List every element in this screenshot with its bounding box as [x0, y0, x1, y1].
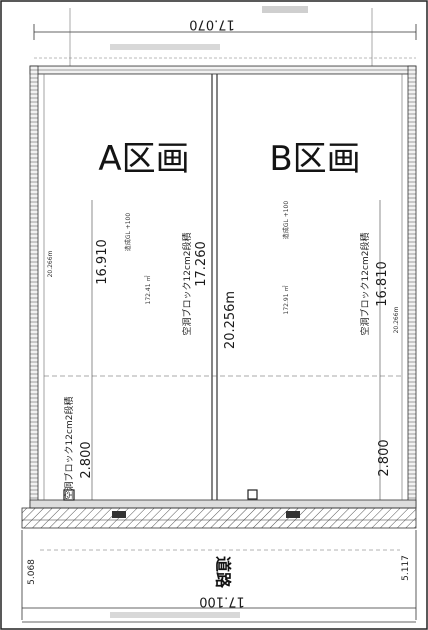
lot-b-ground-level: 造成GL +100 — [282, 201, 290, 240]
road: 道路 5.068 5.117 17.100 — [21, 530, 417, 623]
lot-b-side-length: 20.266m — [393, 306, 400, 333]
lot-b-area-label: 172.91 ㎡ — [282, 286, 290, 315]
mid-depth-label: 17.260 — [194, 241, 209, 287]
top-dimension: 17.070 — [33, 6, 417, 70]
lot-a-area-label: 172.41 ㎡ — [144, 276, 152, 305]
top-width-label: 17.070 — [189, 17, 235, 32]
lot-a: A区画 16.910 172.41 ㎡ 造成GL +100 空洞ブロック12cm… — [47, 139, 190, 501]
mid-block-note: 空洞ブロック12cm2段積 — [181, 233, 193, 336]
lot-b-frontage-label: 2.800 — [377, 439, 392, 476]
lot-a-depth-label: 16.910 — [95, 239, 110, 285]
road-right-dim: 5.117 — [401, 555, 411, 581]
lot-b-block-note: 空洞ブロック12cm2段積 — [359, 233, 371, 336]
lot-a-label: A区画 — [98, 139, 189, 179]
lot-divider-dimensions: 空洞ブロック12cm2段積 17.260 20.256m — [181, 233, 238, 350]
lot-a-corner-marker — [63, 489, 75, 501]
lot-b-corner-marker — [247, 489, 258, 500]
lot-b: B区画 造成GL +100 172.91 ㎡ 空洞ブロック12cm2段積 16.… — [247, 139, 400, 500]
lot-a-side-length: 20.266m — [47, 250, 54, 277]
road-label: 道路 — [214, 556, 233, 589]
lot-a-frontage-label: 2.800 — [79, 441, 94, 478]
road-width-label: 17.100 — [199, 594, 245, 609]
road-frontage-strip — [21, 507, 417, 529]
lot-partition — [43, 74, 403, 500]
road-left-dim: 5.068 — [27, 559, 37, 585]
lot-a-block-note: 空洞ブロック12cm2段積 — [63, 397, 75, 500]
lot-a-ground-level: 造成GL +100 — [124, 213, 132, 252]
mid-length-label: 20.256m — [223, 291, 238, 349]
lot-b-depth-label: 16.810 — [375, 261, 390, 307]
lot-b-label: B区画 — [269, 139, 360, 179]
